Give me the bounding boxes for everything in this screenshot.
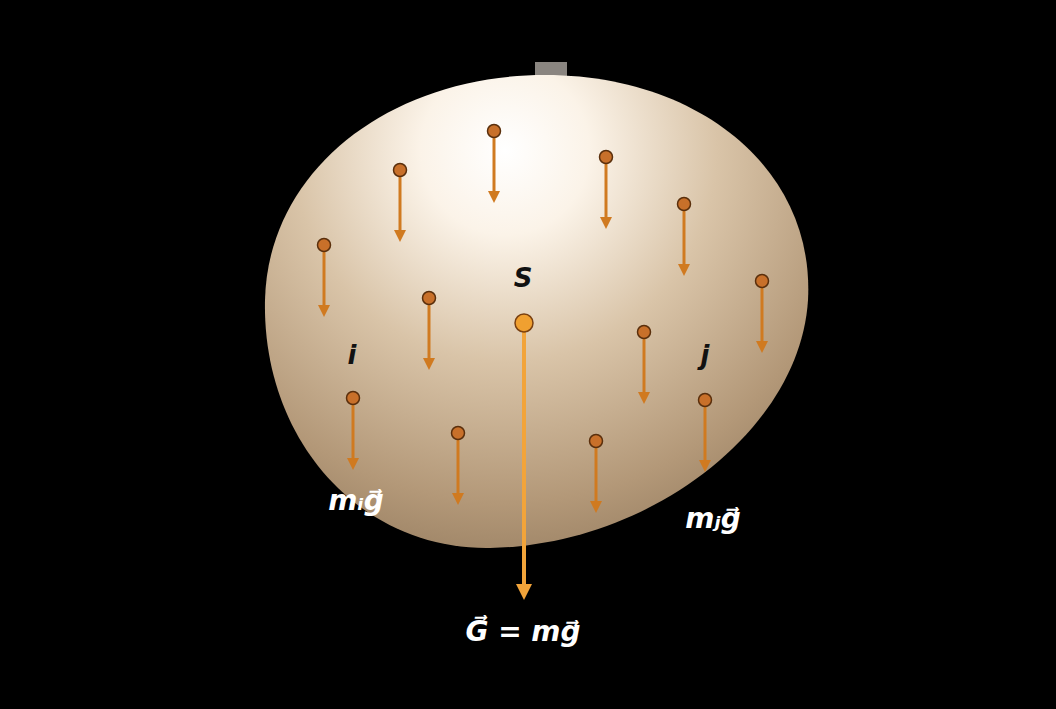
force-label: G⃗ = mg⃗: [465, 615, 580, 649]
mass-point: [488, 125, 501, 138]
mass-point: [600, 151, 613, 164]
force-arrow: [704, 406, 707, 466]
mass-point: [699, 394, 712, 407]
force-arrow: [605, 163, 608, 223]
point-label: S: [514, 263, 533, 294]
mass-point: [394, 164, 407, 177]
mass-point: [318, 239, 331, 252]
force-arrow: [761, 287, 764, 347]
mass-point: [678, 198, 691, 211]
force-arrow: [428, 304, 431, 364]
point-label: j: [701, 340, 710, 371]
force-label: mⱼg⃗: [685, 502, 740, 536]
force-arrow: [352, 404, 355, 464]
force-label: mᵢg⃗: [328, 484, 383, 518]
total-force-arrow: [522, 332, 526, 592]
mass-point: [638, 326, 651, 339]
force-arrow: [399, 176, 402, 236]
partial-forces: [318, 125, 769, 508]
mass-point: [756, 275, 769, 288]
center-of-mass: [515, 314, 533, 332]
point-label: i: [348, 340, 357, 371]
force-arrow: [323, 251, 326, 311]
mass-point: [347, 392, 360, 405]
mass-point: [423, 292, 436, 305]
force-arrow: [493, 137, 496, 197]
mass-point: [590, 435, 603, 448]
body-shape: [265, 75, 808, 548]
force-arrow: [595, 447, 598, 507]
mass-point: [452, 427, 465, 440]
force-arrow: [457, 439, 460, 499]
force-arrow: [683, 210, 686, 270]
force-arrow: [643, 338, 646, 398]
